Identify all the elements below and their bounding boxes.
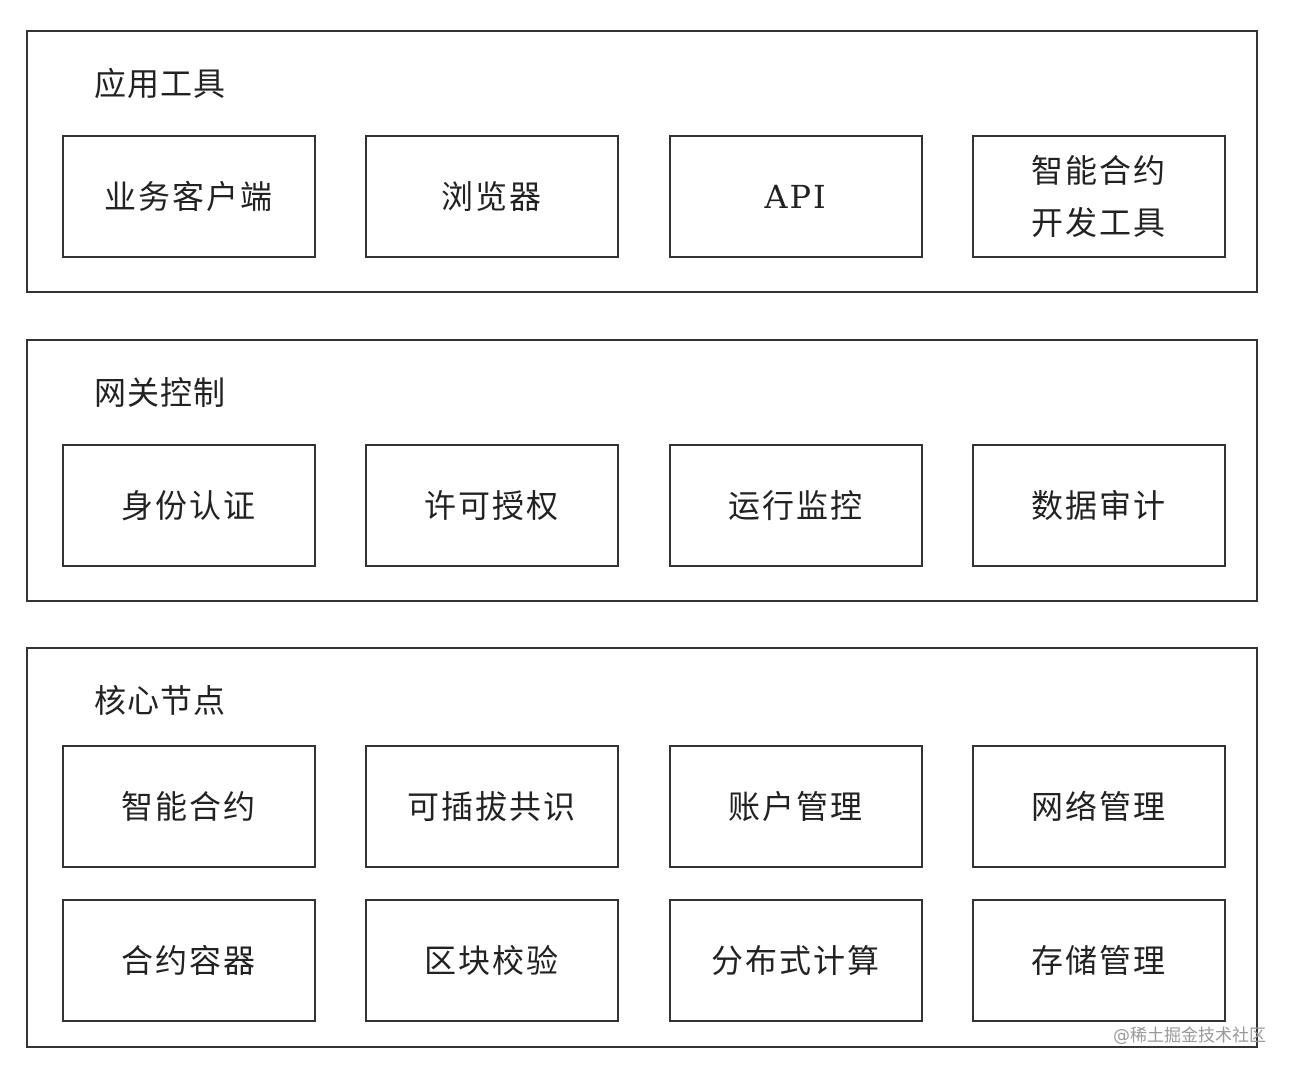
module-box: 许可授权 xyxy=(365,444,619,567)
module-box: 区块校验 xyxy=(365,899,619,1022)
module-box: 身份认证 xyxy=(62,444,316,567)
module-box: 可插拔共识 xyxy=(365,745,619,868)
module-label: 业务客户端 xyxy=(103,177,274,216)
layer-core-nodes: 核心节点 智能合约 可插拔共识 账户管理 网络管理 合约容器 区块校验 分布式计… xyxy=(26,647,1258,1048)
module-box: 网络管理 xyxy=(972,745,1226,868)
module-box: 分布式计算 xyxy=(669,899,923,1022)
module-box: 业务客户端 xyxy=(62,135,316,258)
watermark: @稀土掘金技术社区 xyxy=(1113,1026,1266,1046)
layer-application-tools: 应用工具 业务客户端 浏览器 API 智能合约 开发工具 xyxy=(26,30,1258,293)
layer-title: 网关控制 xyxy=(94,374,227,412)
module-label: 许可授权 xyxy=(423,486,560,525)
module-box: 智能合约 开发工具 xyxy=(972,135,1226,258)
module-box: 存储管理 xyxy=(972,899,1226,1022)
module-label: 数据审计 xyxy=(1030,486,1167,525)
module-label: 账户管理 xyxy=(727,787,864,826)
module-box: 合约容器 xyxy=(62,899,316,1022)
module-label: API xyxy=(764,177,828,216)
module-label: 区块校验 xyxy=(423,941,560,980)
module-label-line: 开发工具 xyxy=(1030,203,1167,242)
layer-title: 应用工具 xyxy=(94,65,227,103)
module-box: 账户管理 xyxy=(669,745,923,868)
layer-gateway-control: 网关控制 身份认证 许可授权 运行监控 数据审计 xyxy=(26,339,1258,602)
module-label: 存储管理 xyxy=(1030,941,1167,980)
module-label-line: 智能合约 xyxy=(1030,151,1167,190)
module-box: 数据审计 xyxy=(972,444,1226,567)
module-label: 可插拔共识 xyxy=(406,787,577,826)
module-label: 合约容器 xyxy=(120,941,257,980)
module-box: 智能合约 xyxy=(62,745,316,868)
module-label: 运行监控 xyxy=(727,486,864,525)
layer-title: 核心节点 xyxy=(94,682,227,720)
module-label: 网络管理 xyxy=(1030,787,1167,826)
module-label: 浏览器 xyxy=(440,177,543,216)
module-label: 分布式计算 xyxy=(710,941,881,980)
module-box: 浏览器 xyxy=(365,135,619,258)
module-box: 运行监控 xyxy=(669,444,923,567)
module-box: API xyxy=(669,135,923,258)
module-label: 智能合约 xyxy=(120,787,257,826)
module-label: 身份认证 xyxy=(120,486,257,525)
